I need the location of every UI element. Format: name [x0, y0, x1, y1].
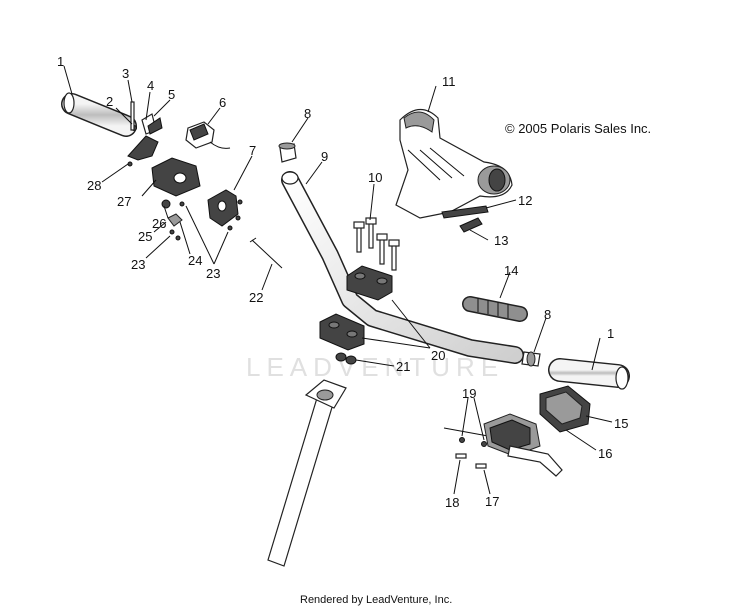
- callout-8-lower: 8: [544, 307, 551, 322]
- callout-9: 9: [321, 149, 328, 164]
- callout-13: 13: [494, 233, 508, 248]
- pad-strap: [441, 205, 489, 233]
- callout-7: 7: [249, 143, 256, 158]
- handlebar: [281, 171, 524, 364]
- callout-numbers: 1 2 3 4 5 6 7 8 9 10 11 12 13 14 8 1 15 …: [57, 54, 628, 510]
- throttle-tube: [462, 296, 528, 322]
- clamp-nuts: [335, 352, 357, 365]
- footer-credit: Rendered by LeadVenture, Inc.: [300, 594, 452, 606]
- callout-8-upper: 8: [304, 106, 311, 121]
- clamp-bolts: [353, 217, 400, 271]
- callout-18: 18: [445, 495, 459, 510]
- bar-plug-right: [521, 351, 541, 367]
- right-grip: [548, 358, 630, 390]
- callout-23-right: 23: [206, 266, 220, 281]
- leader-lines: [63, 65, 613, 495]
- callout-23-left: 23: [131, 257, 145, 272]
- left-switch-parts: [127, 101, 231, 241]
- callout-5: 5: [168, 87, 175, 102]
- lower-clamp: [319, 313, 365, 351]
- callout-14: 14: [504, 263, 518, 278]
- callout-15: 15: [614, 416, 628, 431]
- handlebar-pad: [395, 108, 513, 219]
- callout-24: 24: [188, 253, 202, 268]
- steering-post: [267, 379, 347, 567]
- callout-10: 10: [368, 170, 382, 185]
- callout-17: 17: [485, 494, 499, 509]
- callout-2: 2: [106, 94, 113, 109]
- callout-27: 27: [117, 194, 131, 209]
- callout-21: 21: [396, 359, 410, 374]
- copyright-text: © 2005 Polaris Sales Inc.: [505, 121, 651, 136]
- callout-19: 19: [462, 386, 476, 401]
- callout-6: 6: [219, 95, 226, 110]
- upper-clamp: [346, 265, 393, 301]
- callout-12: 12: [518, 193, 532, 208]
- left-grip: [61, 92, 137, 137]
- callout-1-left: 1: [57, 54, 64, 69]
- callout-4: 4: [147, 78, 154, 93]
- cable: [249, 237, 283, 269]
- callout-22: 22: [249, 290, 263, 305]
- callout-28: 28: [87, 178, 101, 193]
- watermark: LEADVENTURE: [246, 352, 504, 382]
- brake-master-cylinder: [443, 385, 591, 477]
- callout-16: 16: [598, 446, 612, 461]
- callout-25: 25: [138, 229, 152, 244]
- callout-26: 26: [152, 216, 166, 231]
- callout-1-right: 1: [607, 326, 614, 341]
- callout-11: 11: [442, 74, 456, 89]
- bar-plug-left: [278, 142, 297, 163]
- switch-housing: [207, 189, 243, 231]
- callout-20: 20: [431, 348, 445, 363]
- callout-3: 3: [122, 66, 129, 81]
